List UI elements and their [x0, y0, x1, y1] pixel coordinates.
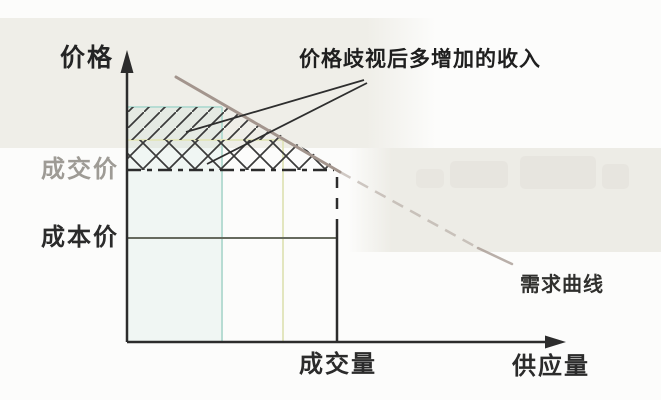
cost-price-label: 成本价 — [41, 224, 119, 251]
deal-quantity-label: 成交量 — [299, 351, 377, 378]
demand-curve-label: 需求曲线 — [520, 274, 604, 296]
extra-revenue-area-2 — [127, 140, 341, 170]
y-axis-arrowhead-icon — [120, 50, 134, 73]
deal-price-label: 成交价 — [41, 156, 119, 183]
x-axis-arrowhead-icon — [545, 335, 566, 349]
watermark-ghost-smudges — [416, 156, 629, 189]
x-axis — [127, 335, 566, 349]
y-axis — [120, 50, 134, 342]
annotation-pointer-lines — [185, 79, 368, 165]
annotation-text: 价格歧视后多增加的收入 — [299, 48, 541, 71]
x-axis-label: 供应量 — [512, 353, 590, 380]
extra-revenue-area-1 — [127, 107, 290, 140]
demand-curve — [174, 75, 514, 266]
y-axis-label: 价格 — [60, 44, 115, 72]
